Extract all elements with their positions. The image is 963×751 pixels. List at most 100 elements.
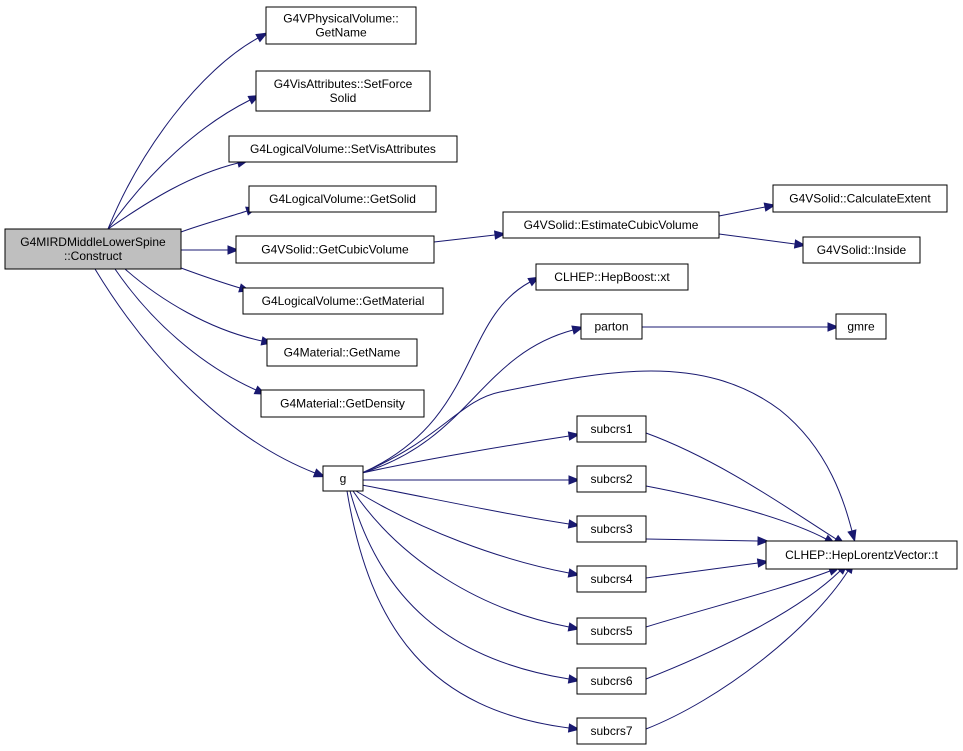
edge-g-to-subcrs3 [361,484,581,529]
arrowhead-icon [255,32,268,43]
node-heplorentz-t[interactable]: CLHEP::HepLorentzVector::t [765,540,958,570]
edge-line [107,162,239,230]
node-getdensity[interactable]: G4Material::GetDensity [260,389,425,418]
edge-line [361,329,574,474]
edge-subcrs2-to-heplorentz_t [645,485,837,545]
node-box [266,338,418,367]
edge-subcrs5-to-heplorentz_t [645,566,841,628]
node-box [322,465,364,492]
node-getname-pv[interactable]: G4VPhysicalVolume::GetName [265,6,417,45]
arrowhead-icon [827,322,840,332]
node-label: G4VSolid::EstimateCubicVolume [524,218,699,232]
edge-line [645,538,759,542]
arrowhead-icon [567,674,581,684]
node-g[interactable]: g [322,465,364,492]
node-label: CLHEP::HepBoost::xt [554,270,670,284]
edge-g-to-subcrs4 [355,490,581,578]
node-subcrs6[interactable]: subcrs6 [576,667,647,695]
node-subcrs7[interactable]: subcrs7 [576,717,647,745]
node-label: G4VisAttributes::SetForce [274,77,413,91]
edge-line [107,99,251,230]
node-inside[interactable]: G4VSolid::Inside [802,236,921,264]
edge-line [355,490,570,574]
node-root[interactable]: G4MIRDMiddleLowerSpine::Construct [4,228,182,270]
node-box [765,540,958,570]
node-label: G4VSolid::Inside [817,243,907,257]
edge-layer [94,32,857,733]
node-gmre[interactable]: gmre [835,313,887,340]
node-box [772,184,948,213]
node-label: subcrs4 [590,572,632,586]
node-parton[interactable]: parton [580,313,643,340]
edge-line [645,570,849,730]
node-box [576,617,647,645]
node-box [535,263,689,291]
edge-getcubicvolume-to-estimatecubicvolume [433,230,507,243]
node-box [260,389,425,418]
edge-g-to-subcrs1 [361,431,581,474]
edge-subcrs1-to-heplorentz_t [645,432,846,546]
node-setvisattributes[interactable]: G4LogicalVolume::SetVisAttributes [228,135,458,163]
node-box [265,6,417,45]
arrowhead-icon [567,519,581,529]
edge-root-to-getsolid [180,206,258,233]
node-subcrs2[interactable]: subcrs2 [576,465,647,493]
arrowhead-icon [312,468,326,478]
node-label: ::Construct [64,249,123,263]
node-getmaterial[interactable]: G4LogicalVolume::GetMaterial [242,287,444,315]
edge-line [94,268,316,474]
node-subcrs1[interactable]: subcrs1 [576,415,647,443]
arrowhead-icon [227,245,240,255]
node-getsolid[interactable]: G4LogicalVolume::GetSolid [248,185,437,213]
edge-line [718,233,796,245]
edge-estimatecubicvolume-to-calculateextent [718,202,777,217]
node-estimatecubicvolume[interactable]: G4VSolid::EstimateCubicVolume [502,211,720,239]
node-label: G4MIRDMiddleLowerSpine [20,235,166,249]
arrowhead-icon [756,558,770,568]
node-label: G4Material::GetDensity [280,397,405,411]
node-label: G4VSolid::CalculateExtent [789,192,931,206]
node-label: subcrs6 [590,674,632,688]
node-box [502,211,720,239]
arrowhead-icon [567,431,581,441]
node-hepboost-xt[interactable]: CLHEP::HepBoost::xt [535,263,689,291]
node-calculateextent[interactable]: G4VSolid::CalculateExtent [772,184,948,213]
edge-line [645,485,827,540]
edge-g-to-subcrs2 [362,475,581,485]
edge-g-to-subcrs5 [352,490,581,632]
node-label: G4LogicalVolume::GetMaterial [262,294,425,308]
edge-subcrs4-to-heplorentz_t [645,558,770,579]
node-getcubicvolume[interactable]: G4VSolid::GetCubicVolume [235,235,435,264]
edge-line [346,490,570,729]
edge-line [361,484,570,525]
node-box [576,717,647,745]
node-label: Solid [330,91,357,105]
node-getname-mat[interactable]: G4Material::GetName [266,338,418,367]
node-box [228,135,458,163]
node-label: G4LogicalVolume::SetVisAttributes [250,142,436,156]
node-subcrs3[interactable]: subcrs3 [576,515,647,543]
node-label: G4VSolid::GetCubicVolume [261,243,409,257]
node-box [4,228,182,270]
node-box [580,313,643,340]
node-subcrs4[interactable]: subcrs4 [576,565,647,593]
node-label: subcrs3 [590,522,632,536]
node-label: GetName [315,26,367,40]
node-box [255,70,431,112]
edge-line [433,234,496,243]
edge-root-to-getmaterial [180,267,251,293]
node-label: G4VPhysicalVolume:: [283,12,398,26]
node-subcrs5[interactable]: subcrs5 [576,617,647,645]
edge-root-to-setforcesolid [107,94,261,230]
arrowhead-icon [493,230,507,240]
node-label: subcrs2 [590,472,632,486]
edge-g-to-subcrs7 [346,490,581,733]
edge-subcrs6-to-heplorentz_t [645,563,849,680]
edge-estimatecubicvolume-to-inside [718,233,807,249]
edge-root-to-setvisattributes [107,158,250,230]
edge-line [361,435,570,474]
node-label: g [340,472,347,486]
edge-line [645,562,759,579]
node-label: G4Material::GetName [284,346,401,360]
